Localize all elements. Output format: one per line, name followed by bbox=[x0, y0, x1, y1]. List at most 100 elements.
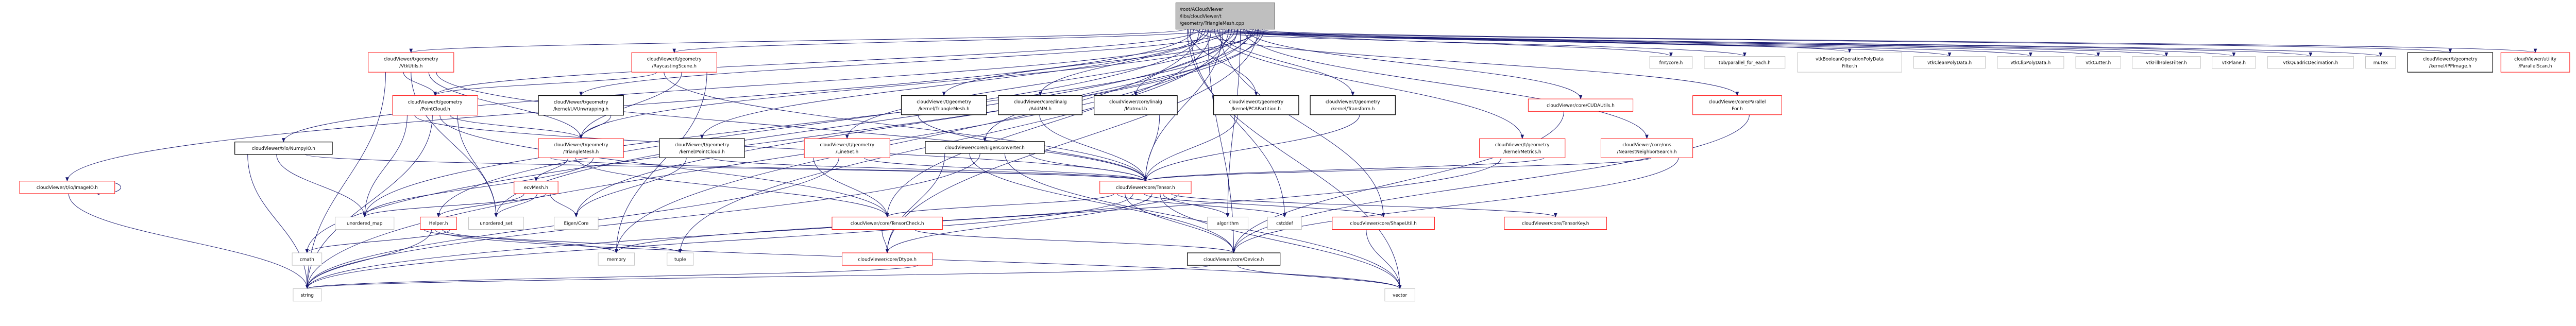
node-box bbox=[234, 142, 333, 155]
edge-root-to-matmul bbox=[1134, 29, 1239, 96]
node-box bbox=[293, 288, 322, 302]
node-box bbox=[1479, 138, 1566, 158]
node-tmesh[interactable]: cloudViewer/t/geometry/TriangleMesh.h bbox=[538, 138, 624, 158]
node-metrics[interactable]: cloudViewer/t/geometry/kernel/Metrics.h bbox=[1479, 138, 1566, 158]
edge-root-to-metrics bbox=[1214, 29, 1524, 139]
node-label: /kernel/TriangleMesh.h bbox=[919, 107, 970, 112]
node-box bbox=[1913, 56, 1986, 69]
node-matmul[interactable]: cloudViewer/core/linalg/Matmul.h bbox=[1093, 95, 1178, 115]
node-label: tuple bbox=[674, 257, 686, 262]
edge-tensor-to-cstddef bbox=[1116, 193, 1286, 218]
node-tcheck[interactable]: cloudViewer/core/TensorCheck.h bbox=[832, 216, 943, 230]
edge-tensor-to-shapeutil bbox=[1144, 193, 1385, 218]
node-box bbox=[1267, 216, 1302, 230]
node-box bbox=[1504, 216, 1607, 230]
node-label: /kernel/IPPImage.h bbox=[2429, 64, 2471, 69]
node-pca[interactable]: cloudViewer/t/geometry/kernel/PCAPartiti… bbox=[1213, 95, 1299, 115]
node-label: cloudViewer/core/Tensor.h bbox=[1116, 185, 1175, 191]
node-shapeutil[interactable]: cloudViewer/core/ShapeUtil.h bbox=[1332, 216, 1435, 230]
node-label: /LineSet.h bbox=[836, 150, 858, 155]
node-helper[interactable]: Helper.h bbox=[420, 216, 457, 230]
edge-raycast-to-tensor bbox=[664, 72, 1147, 182]
node-box bbox=[1332, 216, 1435, 230]
node-box bbox=[1797, 52, 1902, 73]
node-uvunwrap[interactable]: cloudViewer/t/geometry/kernel/UVUnwrappi… bbox=[538, 95, 624, 116]
node-ipp[interactable]: cloudViewer/t/geometry/kernel/IPPImage.h bbox=[2407, 52, 2494, 73]
node-box bbox=[1093, 95, 1178, 115]
node-lineset[interactable]: cloudViewer/t/geometry/LineSet.h bbox=[804, 138, 890, 158]
edge-root-to-umap bbox=[363, 29, 1253, 218]
node-label: cloudViewer/t/geometry bbox=[820, 143, 874, 148]
node-numpy[interactable]: cloudViewer/t/io/NumpyIO.h bbox=[234, 142, 333, 155]
node-box bbox=[925, 141, 1045, 154]
node-ecvmesh[interactable]: ecvMesh.h bbox=[514, 181, 558, 194]
node-label: /root/ACloudViewer bbox=[1180, 7, 1224, 12]
node-label: /kernel/UVUnwrapping.h bbox=[553, 107, 608, 112]
node-kmesh[interactable]: cloudViewer/t/geometry/kernel/TriangleMe… bbox=[901, 95, 987, 115]
node-tensor[interactable]: cloudViewer/core/Tensor.h bbox=[1099, 181, 1192, 194]
node-algorithm: algorithm bbox=[1207, 216, 1248, 230]
edge-pointcloud-to-tmesh bbox=[450, 115, 583, 139]
edge-helper-to-cmath bbox=[305, 229, 450, 253]
node-label: unordered_map bbox=[347, 221, 383, 227]
node-pscan[interactable]: cloudViewer/utility/ParallelScan.h bbox=[2500, 52, 2570, 73]
node-vtkcutter: vtkCutter.h bbox=[2075, 56, 2121, 69]
node-raycast[interactable]: cloudViewer/t/geometry/RaycastingScene.h bbox=[631, 52, 717, 73]
node-box bbox=[901, 95, 987, 115]
edge-eigenconv-to-tensor bbox=[1029, 153, 1147, 182]
edge-root-to-mutex bbox=[1191, 29, 2382, 57]
node-vtkutils[interactable]: cloudViewer/t/geometry/VtkUtils.h bbox=[368, 52, 454, 73]
node-nns[interactable]: cloudViewer/core/nns/NearestNeighborSear… bbox=[1600, 138, 1693, 158]
node-root[interactable]: /root/ACloudViewer/libs/cloudViewer/t/ge… bbox=[1175, 3, 1275, 30]
node-box bbox=[1649, 56, 1693, 69]
node-box bbox=[2267, 56, 2354, 69]
node-addmm[interactable]: cloudViewer/core/linalg/AddMM.h bbox=[998, 95, 1082, 115]
edge-root-to-vtkcutter bbox=[1232, 29, 2100, 57]
edge-root-to-imageio bbox=[65, 29, 1194, 182]
node-box bbox=[841, 252, 933, 266]
edge-lineset-to-tcheck bbox=[813, 158, 889, 218]
edge-tcheck-to-dtype bbox=[882, 229, 889, 253]
edge-tmesh-to-tcheck bbox=[575, 158, 889, 218]
node-device[interactable]: cloudViewer/core/Device.h bbox=[1187, 252, 1281, 266]
edge-eigenconv-to-vector bbox=[1004, 153, 1402, 289]
edge-root-to-ipp bbox=[1220, 29, 2452, 53]
edge-vtkutils-to-pointcloud bbox=[403, 72, 437, 96]
node-label: cloudViewer/t/geometry bbox=[2423, 57, 2478, 62]
edge-matmul-to-tensor bbox=[1144, 114, 1160, 182]
node-box bbox=[420, 216, 457, 230]
edge-root-to-shapeutil bbox=[1219, 29, 1385, 218]
node-box bbox=[1704, 56, 1786, 69]
node-box bbox=[538, 138, 624, 158]
edge-root-to-tmesh bbox=[579, 29, 1256, 139]
node-dtype[interactable]: cloudViewer/core/Dtype.h bbox=[841, 252, 933, 266]
node-box bbox=[2500, 52, 2570, 73]
edge-root-to-tuple bbox=[678, 29, 1229, 253]
node-imageio[interactable]: cloudViewer/t/io/ImageIO.h bbox=[19, 181, 115, 194]
node-label: cloudViewer/core/linalg bbox=[1109, 100, 1162, 105]
edge-ecvmesh-to-uset bbox=[494, 193, 537, 218]
node-label: cloudViewer/core/Parallel bbox=[1709, 100, 1766, 105]
node-label: cloudViewer/t/geometry bbox=[554, 143, 608, 148]
node-label: cloudViewer/core/EigenConverter.h bbox=[945, 146, 1025, 151]
node-tkey[interactable]: cloudViewer/core/TensorKey.h bbox=[1504, 216, 1607, 230]
edge-root-to-algorithm bbox=[1226, 29, 1241, 218]
node-label: cloudViewer/core/TensorKey.h bbox=[1522, 221, 1589, 227]
node-transform[interactable]: cloudViewer/t/geometry/kernel/Transform.… bbox=[1310, 95, 1396, 115]
node-eigenconv[interactable]: cloudViewer/core/EigenConverter.h bbox=[925, 141, 1045, 154]
node-kpc[interactable]: cloudViewer/t/geometry/kernel/PointCloud… bbox=[659, 138, 745, 158]
node-label: /kernel/Transform.h bbox=[1331, 107, 1375, 112]
edge-root-to-cmath bbox=[305, 29, 1249, 253]
node-label: fmt/core.h bbox=[1659, 60, 1683, 65]
node-vector: vector bbox=[1384, 288, 1415, 302]
edge-root-to-tbb bbox=[1194, 29, 1747, 57]
node-label: vtkClipPolyData.h bbox=[2010, 60, 2050, 65]
node-label: /ParallelScan.h bbox=[2519, 64, 2552, 69]
node-cuda[interactable]: cloudViewer/core/CUDAUtils.h bbox=[1528, 98, 1634, 112]
edge-tensor-to-dtype bbox=[885, 193, 1153, 253]
node-label: memory bbox=[607, 257, 626, 262]
node-box bbox=[392, 95, 478, 116]
node-label: cloudViewer/core/linalg bbox=[1014, 100, 1067, 105]
node-pointcloud[interactable]: cloudViewer/t/geometry/PointCloud.h bbox=[392, 95, 478, 116]
